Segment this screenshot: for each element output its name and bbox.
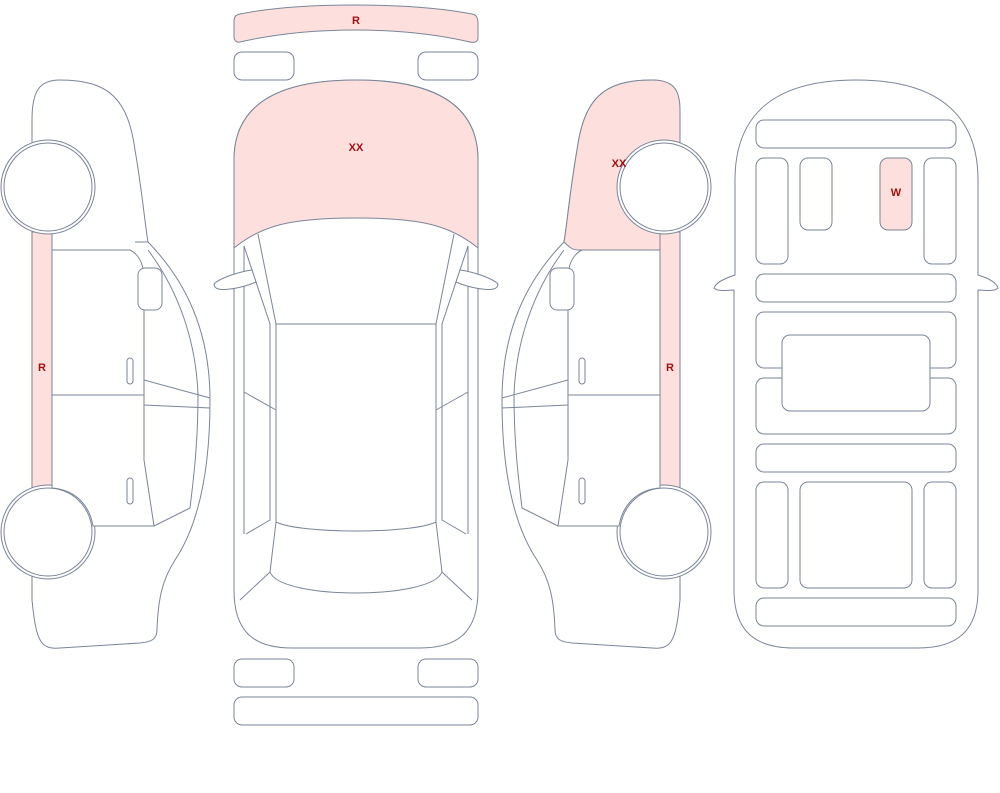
underbody-front-inner-left[interactable]	[799, 157, 833, 231]
left-taillight[interactable]	[233, 658, 295, 688]
left-rear-door-handle[interactable]	[126, 477, 134, 505]
right-rocker-mark: R	[666, 362, 674, 374]
underbody-right-front-rail[interactable]	[923, 157, 957, 265]
right-front-door[interactable]	[567, 249, 661, 396]
left-front-door-handle[interactable]	[126, 357, 134, 385]
left-front-door[interactable]	[51, 249, 145, 396]
left-rear-wheel[interactable]	[3, 487, 93, 577]
hood-mark: XX	[349, 142, 364, 154]
right-rear-door-handle[interactable]	[578, 477, 586, 505]
right-side-view: XX R	[501, 79, 712, 649]
front-bumper-mark: R	[352, 15, 360, 27]
windshield	[257, 233, 455, 325]
roof	[275, 324, 437, 532]
right-door-line-top	[435, 391, 469, 411]
left-a-pillar-top	[243, 245, 271, 535]
right-front-wheel[interactable]	[619, 142, 709, 232]
front-bumper[interactable]	[233, 4, 479, 43]
right-rear-wheel[interactable]	[619, 487, 709, 577]
hood[interactable]	[233, 79, 479, 250]
top-view: R XX	[213, 4, 499, 726]
right-mirror-top[interactable]	[455, 269, 499, 290]
underbody-part-mark: W	[891, 187, 902, 199]
left-front-wheel[interactable]	[3, 142, 93, 232]
left-mirror-top[interactable]	[213, 269, 257, 290]
right-headlight[interactable]	[417, 51, 479, 81]
underbody-center-tunnel[interactable]	[781, 334, 931, 412]
underbody-left-front-rail[interactable]	[755, 157, 789, 265]
left-rocker-mark: R	[38, 362, 46, 374]
underbody-view: W	[713, 79, 999, 649]
underbody-right-rear-rail[interactable]	[923, 481, 957, 589]
left-side-view: R	[0, 79, 211, 649]
left-window-line-2	[143, 404, 211, 409]
underbody-rear-floor-bar[interactable]	[755, 443, 957, 473]
left-window-line	[143, 379, 211, 399]
underbody-front-inner-right[interactable]	[879, 157, 913, 231]
underbody-front-crossmember[interactable]	[755, 119, 957, 149]
rear-bumper[interactable]	[233, 696, 479, 726]
left-rocker-panel[interactable]	[31, 231, 53, 489]
right-a-pillar-top	[441, 245, 469, 535]
right-window-line-2	[501, 404, 569, 409]
left-headlight[interactable]	[233, 51, 295, 81]
left-mirror[interactable]	[137, 267, 163, 311]
right-mirror[interactable]	[549, 267, 575, 311]
trunk-line-right	[441, 571, 473, 601]
underbody-rear-crossmember[interactable]	[755, 597, 957, 627]
underbody-front-floor-bar[interactable]	[755, 273, 957, 303]
underbody-left-rear-rail[interactable]	[755, 481, 789, 589]
right-rocker-panel[interactable]	[659, 231, 681, 489]
right-front-fender-mark: XX	[612, 158, 627, 170]
right-window-line	[501, 379, 569, 399]
right-front-door-handle[interactable]	[578, 357, 586, 385]
underbody-spare-well[interactable]	[799, 481, 913, 589]
right-taillight[interactable]	[417, 658, 479, 688]
left-door-line-top	[243, 391, 277, 411]
trunk-line-left	[239, 571, 271, 601]
rear-window	[269, 521, 443, 594]
